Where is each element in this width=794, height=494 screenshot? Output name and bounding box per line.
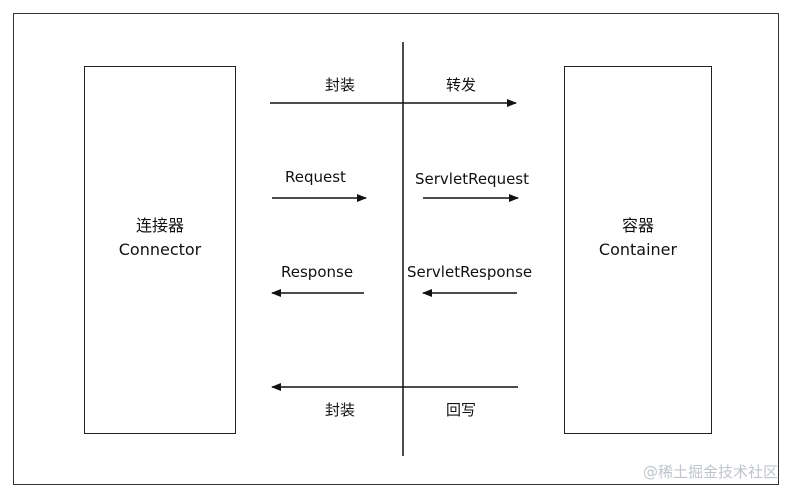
label-forward: 转发 [446,76,477,94]
connector-title-en: Connector [118,240,202,259]
connector-box: 连接器 Connector [84,66,236,434]
label-encapsulate-bottom: 封装 [325,401,356,419]
label-servlet-response: ServletResponse [407,263,533,281]
label-response: Response [281,263,354,281]
label-encapsulate-top: 封装 [325,76,356,94]
label-request: Request [285,168,346,186]
watermark: @稀土掘金技术社区 [642,463,778,481]
container-box: 容器 Container [564,66,712,434]
diagram-frame [13,13,779,485]
container-title-en: Container [598,240,678,259]
label-write-back: 回写 [446,401,477,419]
label-servlet-request: ServletRequest [415,170,530,188]
connector-title-cn: 连接器 [135,216,184,235]
container-title-cn: 容器 [621,216,654,235]
